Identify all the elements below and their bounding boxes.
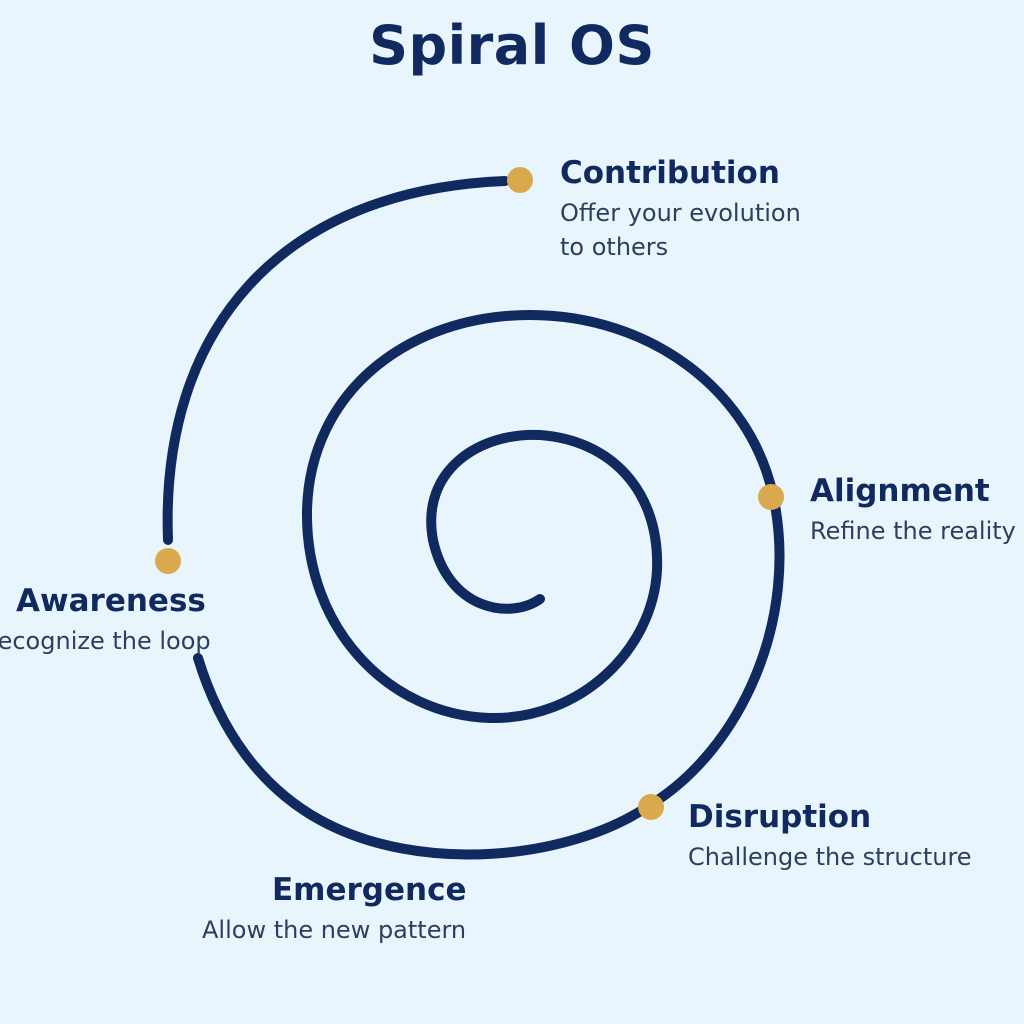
stage-description-line: Offer your evolution xyxy=(560,199,801,228)
stage-description: Challenge the structure xyxy=(688,840,972,874)
stage-description: Recognize the loop xyxy=(0,624,211,658)
stage-title: Contribution xyxy=(560,155,780,191)
stage-description: Refine the reality xyxy=(810,514,1016,548)
stage-description: Allow the new pattern xyxy=(202,913,466,947)
node-contribution xyxy=(507,167,533,193)
stage-title: Disruption xyxy=(688,799,872,835)
stage-description-line: Refine the reality xyxy=(810,517,1016,546)
stage-description-line: to others xyxy=(560,233,669,262)
stage-awareness: Awareness Recognize the loop xyxy=(0,584,211,658)
stage-description-line: Recognize the loop xyxy=(0,627,211,656)
stage-title: Awareness xyxy=(16,583,206,619)
node-awareness xyxy=(155,548,181,574)
stage-disruption: Disruption Challenge the structure xyxy=(688,800,972,874)
stage-emergence: Emergence Allow the new pattern xyxy=(202,873,466,947)
stage-description: Offer your evolution to others xyxy=(560,196,801,264)
stage-title: Alignment xyxy=(810,473,990,509)
stage-alignment: Alignment Refine the reality xyxy=(810,474,1016,548)
stage-contribution: Contribution Offer your evolution to oth… xyxy=(560,156,801,264)
stage-title: Emergence xyxy=(272,872,467,908)
stage-description-line: Challenge the structure xyxy=(688,843,972,872)
diagram-title: Spiral OS xyxy=(369,14,655,77)
stage-description-line: Allow the new pattern xyxy=(202,916,467,945)
spiral-path xyxy=(193,309,785,860)
node-alignment xyxy=(758,484,784,510)
spiral-outer-arc xyxy=(162,176,510,545)
node-disruption xyxy=(638,794,664,820)
